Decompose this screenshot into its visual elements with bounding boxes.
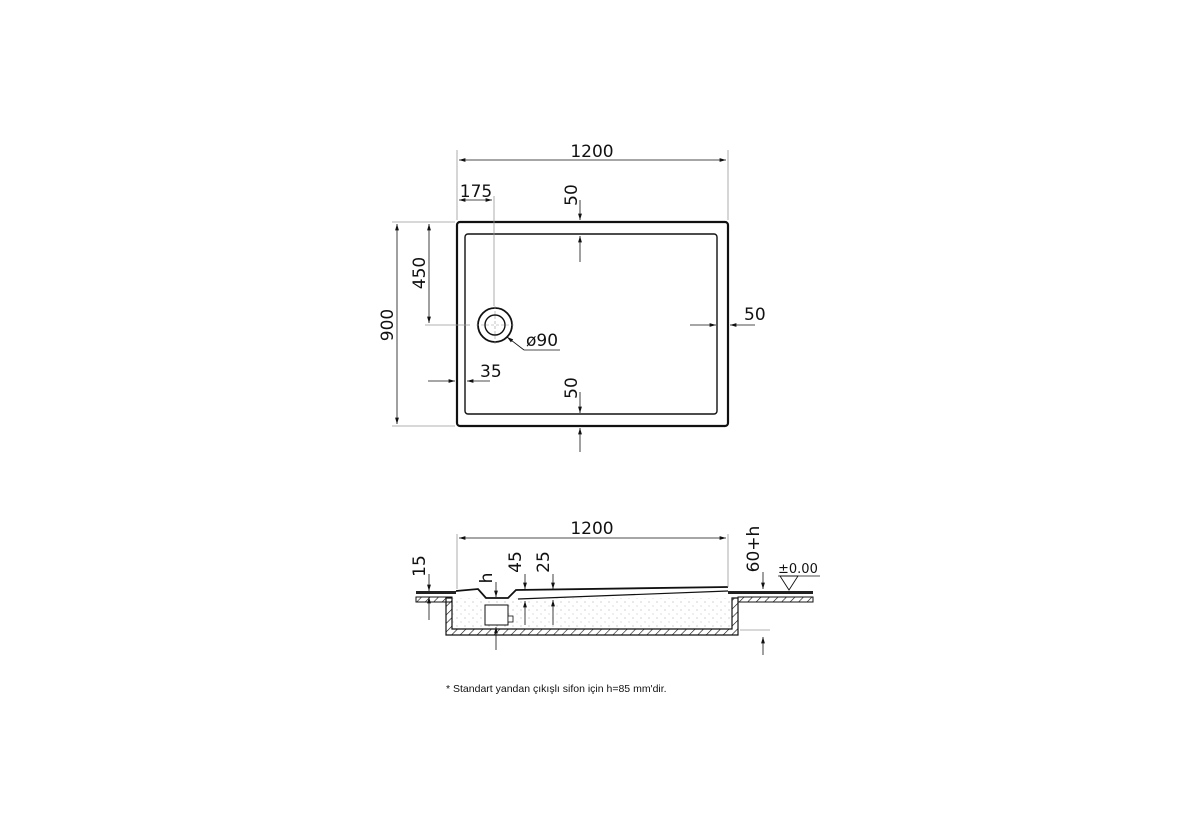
plan-view: 1200 175 50 900 450 ø90 35 50 50 — [378, 142, 766, 452]
dim-drain-diameter: ø90 — [526, 331, 558, 351]
dim-drain-offset-x: 175 — [460, 182, 492, 202]
dim-rim-top: 50 — [562, 184, 582, 206]
dim-rim-bottom: 50 — [562, 377, 582, 399]
drain-icon — [476, 306, 514, 344]
dim-plan-width: 1200 — [570, 142, 613, 162]
dim-depth-inner: 25 — [534, 551, 554, 573]
dim-plan-depth: 900 — [378, 309, 398, 341]
dim-install-height: 60+h — [744, 526, 764, 573]
dim-section-width: 1200 — [570, 519, 613, 539]
dim-rim-left: 35 — [480, 362, 502, 382]
dim-drain-offset-y: 450 — [410, 257, 430, 289]
dim-rim-right: 50 — [744, 305, 766, 325]
floor-level-label: ±0.00 — [778, 562, 818, 577]
dim-drain-height: h — [477, 573, 497, 584]
level-marker-icon — [779, 575, 799, 591]
footnote: * Standart yandan çıkışlı sifon için h=8… — [446, 683, 667, 695]
dim-floor-thickness: 15 — [410, 555, 430, 577]
section-view: 1200 15 h 45 25 60+h ±0.00 — [410, 519, 820, 655]
dim-depth-drain: 45 — [506, 551, 526, 573]
